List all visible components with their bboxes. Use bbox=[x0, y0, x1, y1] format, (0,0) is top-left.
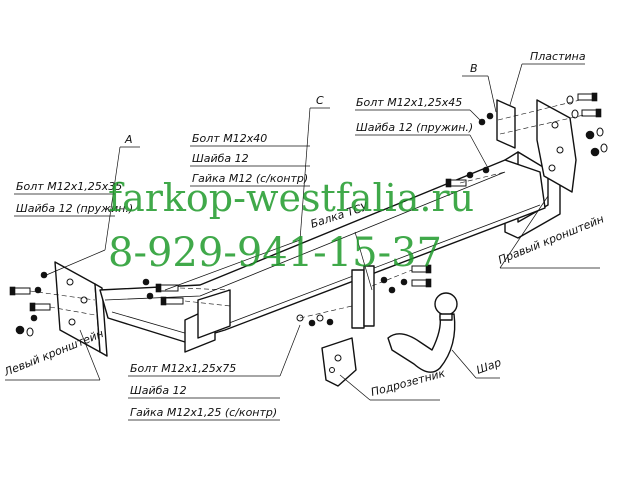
label-washer-12-spring-left: Шайба 12 (пружин.) bbox=[16, 202, 133, 215]
label-bolt-m12x125x75: Болт М12х1,25х75 bbox=[130, 362, 236, 375]
label-washer-12-bottom: Шайба 12 bbox=[130, 384, 187, 397]
label-section-c: С bbox=[316, 94, 324, 107]
hardware-center bbox=[142, 264, 432, 327]
label-washer-12-spring-top: Шайба 12 (пружин.) bbox=[356, 121, 473, 134]
label-bolt-m12x125x45: Болт М12х1,25х45 bbox=[356, 96, 462, 109]
hardware-right bbox=[445, 92, 608, 188]
tow-ball bbox=[387, 292, 458, 373]
label-washer-12-top: Шайба 12 bbox=[192, 152, 249, 165]
plate bbox=[496, 99, 577, 193]
label-ball: Шар bbox=[475, 356, 503, 377]
hardware-left bbox=[9, 271, 51, 337]
label-section-b: В bbox=[470, 62, 478, 75]
leader-lines bbox=[5, 63, 600, 421]
left-bracket bbox=[54, 261, 108, 357]
label-plate: Пластина bbox=[530, 50, 586, 63]
watermark-phone: 8-929-941-15-37 bbox=[108, 230, 442, 276]
label-bolt-m12x40: Болт М12х40 bbox=[192, 132, 267, 145]
label-socket-bracket: Подрозетник bbox=[369, 366, 446, 398]
assembly-guide-lines bbox=[29, 99, 585, 319]
label-section-a: А bbox=[124, 133, 133, 146]
label-bolt-m12x125x35: Болт М12х1,25х35 bbox=[16, 180, 122, 193]
watermark-site: farkop-westfalia.ru bbox=[108, 176, 474, 220]
label-left-bracket: Левый кронштейн bbox=[1, 327, 105, 379]
label-nut-m12x125-bottom: Гайка М12х1,25 (с/контр) bbox=[130, 406, 277, 419]
label-nut-m12-top: Гайка М12 (с/контр) bbox=[192, 172, 308, 185]
towbar-beam bbox=[99, 159, 546, 353]
socket-bracket bbox=[321, 265, 375, 387]
watermark: farkop-westfalia.ru 8-929-941-15-37 bbox=[108, 176, 474, 276]
